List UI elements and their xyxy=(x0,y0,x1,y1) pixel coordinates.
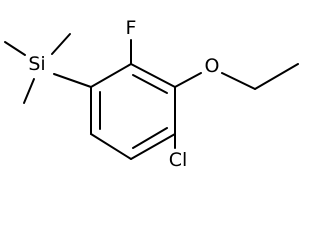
atom-label-oxygen: O xyxy=(205,55,220,77)
ring-double-bond-c4-c5 xyxy=(132,127,168,149)
bond-ring-oxygen xyxy=(174,72,202,88)
ring-bond-c4-c5 xyxy=(130,133,176,160)
chemical-structure-diagram: Si F O Cl xyxy=(4,17,299,171)
atom-label-silicon: Si xyxy=(28,53,45,75)
bond-si-methyl-upper-left xyxy=(4,41,26,56)
ring-double-bond-c2-c3 xyxy=(132,74,168,94)
bond-ethyl-ch2-ch3 xyxy=(254,63,299,90)
bond-si-ring xyxy=(53,73,92,88)
bond-si-methyl-upper xyxy=(51,33,71,55)
ring-bond-c2-c3 xyxy=(130,63,176,88)
atom-label-chlorine: Cl xyxy=(169,149,188,171)
bond-oxygen-ethyl-ch2 xyxy=(221,72,256,90)
ring-bond-c5-c6 xyxy=(90,133,132,160)
bond-si-methyl-lower xyxy=(23,78,35,104)
ring-bond-c1-c2 xyxy=(90,63,132,88)
atom-label-fluorine: F xyxy=(126,17,137,39)
